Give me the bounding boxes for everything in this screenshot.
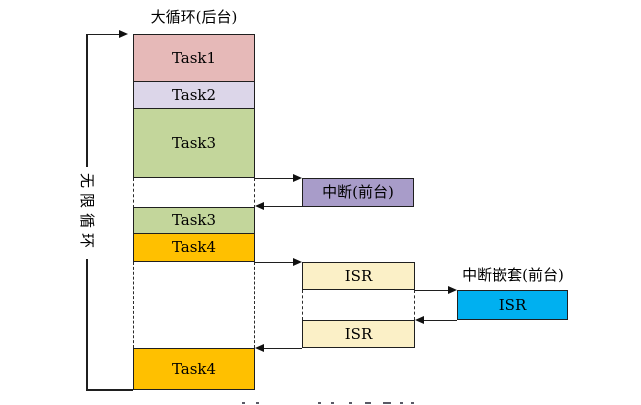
stack-gap1-dash-right bbox=[253, 178, 255, 208]
task4-box-first: Task4 bbox=[133, 233, 255, 262]
loop-bottom-line bbox=[86, 389, 133, 391]
task1-box: Task1 bbox=[133, 34, 255, 82]
caption-remnant bbox=[411, 402, 414, 404]
isr-box-second: ISR bbox=[302, 320, 415, 348]
stack-gap2-dash-right bbox=[253, 262, 255, 348]
arrow-from-interrupt-line bbox=[262, 205, 302, 207]
isr-box-first: ISR bbox=[302, 262, 415, 290]
caption-remnant bbox=[331, 402, 334, 404]
stack-gap1-dash-left bbox=[133, 178, 134, 208]
task4-box-second: Task4 bbox=[133, 348, 255, 390]
task3-box-first: Task3 bbox=[133, 108, 255, 178]
arrow-from-isr2-line bbox=[262, 347, 302, 349]
arrow-to-nested-isr-line bbox=[415, 289, 450, 291]
task3-box-second: Task3 bbox=[133, 207, 255, 234]
nested-interrupt-title: 中断嵌套(前台) bbox=[462, 266, 564, 284]
infinite-loop-label: 无限循环 bbox=[78, 167, 96, 259]
caption-remnant bbox=[242, 402, 245, 404]
isr-gap-dash-right bbox=[413, 290, 415, 320]
arrow-to-nested-isr-head-icon bbox=[448, 286, 457, 294]
arrow-from-nested-isr-line bbox=[422, 319, 457, 321]
arrow-to-isr1-line bbox=[255, 261, 295, 263]
interrupt-foreground-box: 中断(前台) bbox=[302, 178, 414, 207]
isr-gap-dash-left bbox=[302, 290, 303, 320]
caption-remnant bbox=[318, 402, 321, 404]
loop-top-line bbox=[86, 33, 120, 35]
caption-remnant bbox=[400, 402, 403, 404]
stack-gap2-dash-left bbox=[133, 262, 134, 348]
loop-entry-arrowhead-icon bbox=[119, 30, 128, 38]
arrow-from-isr2-head-icon bbox=[255, 344, 264, 352]
task2-box: Task2 bbox=[133, 81, 255, 110]
arrow-to-isr1-head-icon bbox=[293, 258, 302, 266]
caption-remnant bbox=[365, 402, 371, 404]
caption-remnant bbox=[383, 402, 391, 404]
arrow-to-interrupt-line bbox=[255, 177, 295, 179]
arrow-to-interrupt-head-icon bbox=[293, 174, 302, 182]
arrow-from-nested-isr-head-icon bbox=[415, 316, 424, 324]
caption-remnant bbox=[349, 402, 352, 404]
background-loop-title: 大循环(后台) bbox=[150, 8, 238, 26]
nested-isr-box: ISR bbox=[457, 290, 568, 320]
caption-remnant bbox=[256, 402, 259, 404]
arrow-from-interrupt-head-icon bbox=[255, 202, 264, 210]
